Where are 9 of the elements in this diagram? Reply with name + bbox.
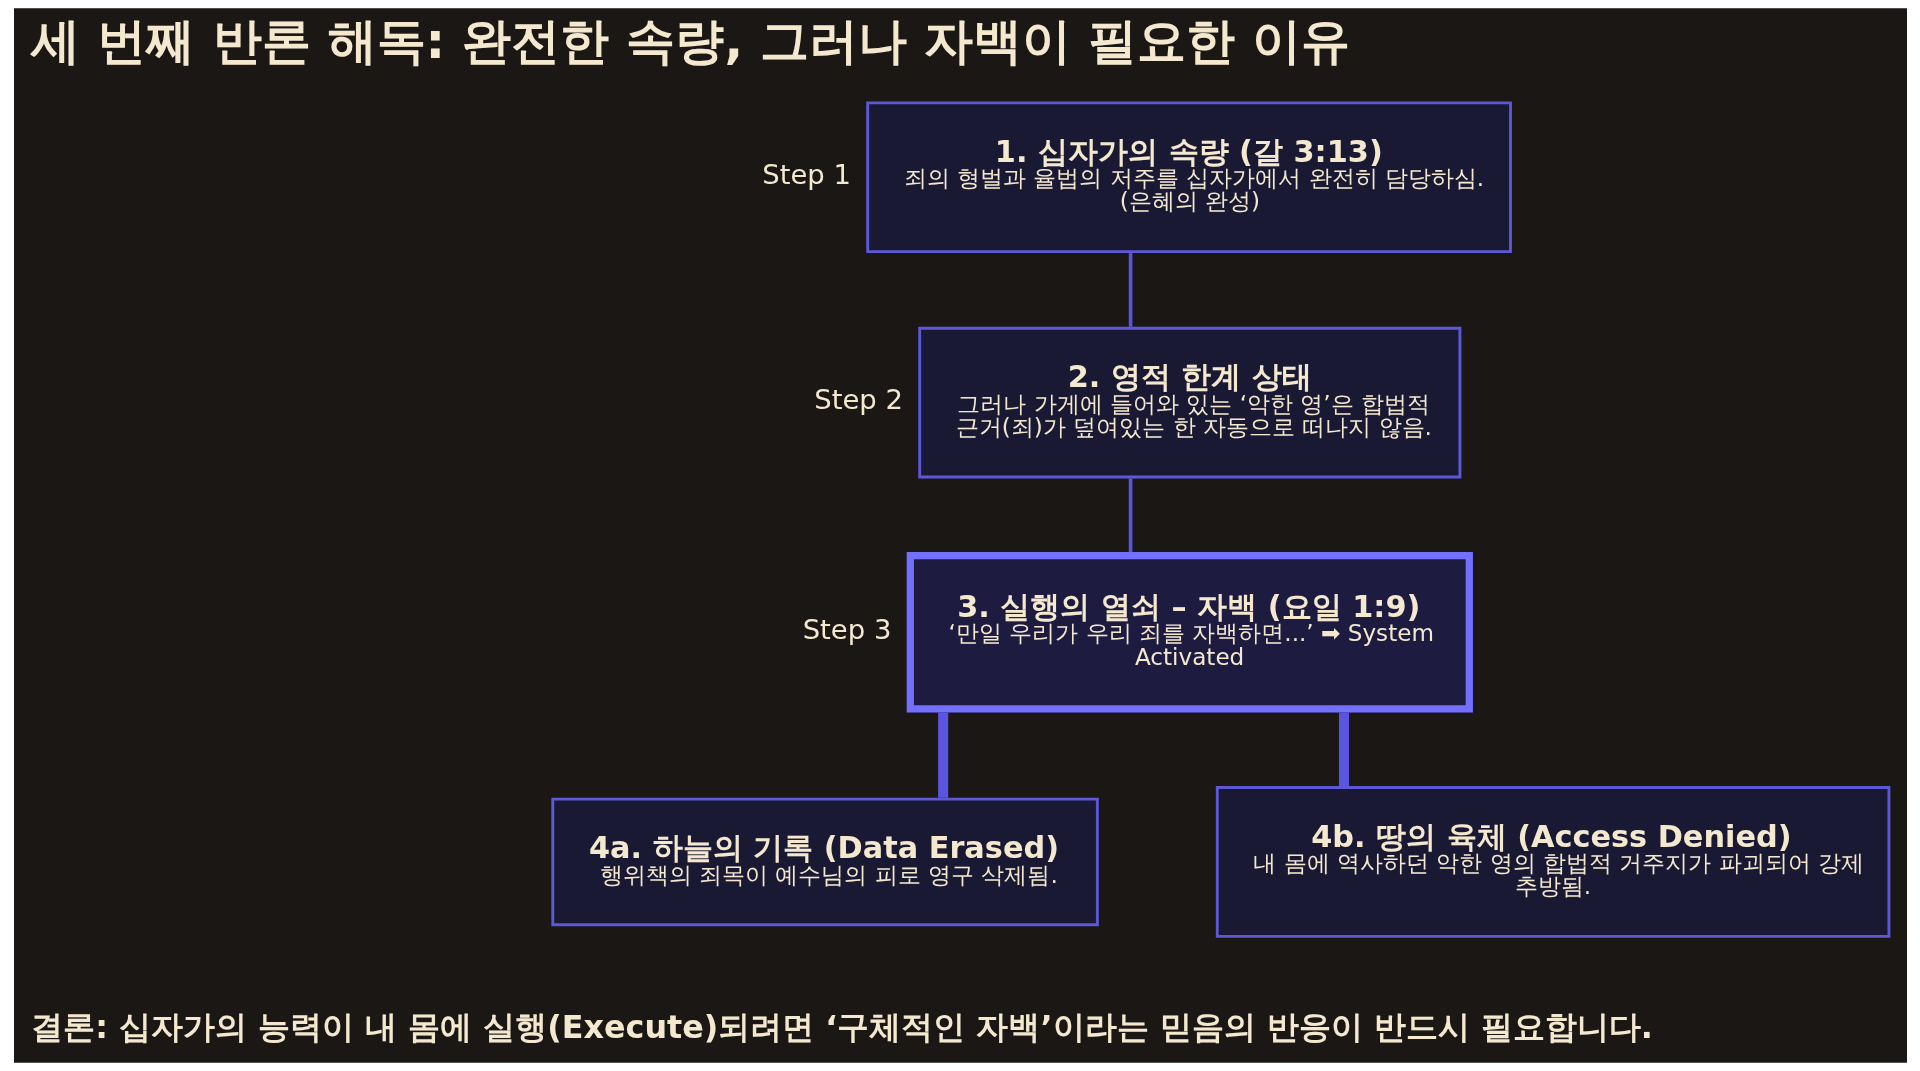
diagram-title: 세 번째 반론 해독: 완전한 속량, 그러나 자백이 필요한 이유 xyxy=(30,11,1351,70)
node-label: Step 1 xyxy=(761,159,851,191)
connector xyxy=(1338,712,1349,787)
node-label: Step 3 xyxy=(802,614,891,646)
connector xyxy=(1128,478,1132,553)
caption: 결론: 십자가의 능력이 내 몸에 실행(Execute)되려면 ‘구체적인 자백’이라는 믿음의 반응이 반드시 필요합니다. xyxy=(30,1008,1653,1045)
connector xyxy=(937,712,948,798)
node-label: Step 2 xyxy=(813,384,903,416)
connector xyxy=(1128,253,1132,327)
